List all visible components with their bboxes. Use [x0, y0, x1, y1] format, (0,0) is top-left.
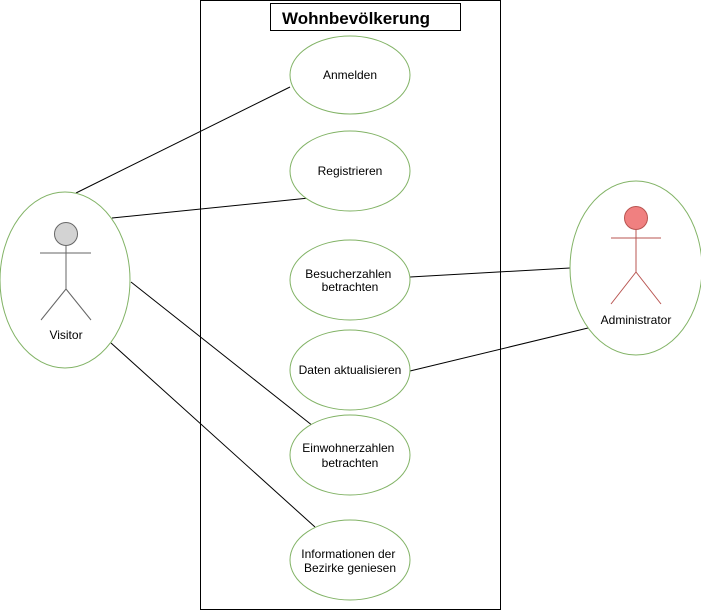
association-visitor-anmelden	[75, 86, 291, 194]
visitor-head-icon	[54, 222, 78, 246]
use-case-informationen-line-2: Bezirke geniesen	[304, 561, 396, 575]
use-case-daten-ellipse	[289, 329, 411, 411]
use-case-registrieren-label: Registrieren	[318, 164, 383, 178]
use-case-besucherzahlen-label: Besucherzahlen betrachten	[305, 267, 394, 294]
actor-visitor: Visitor	[0, 191, 131, 369]
use-case-besucherzahlen-ellipse	[289, 239, 411, 321]
administrator-head-icon	[624, 206, 648, 230]
association-visitor-registrieren	[111, 197, 310, 219]
use-case-anmelden-ellipse	[289, 35, 411, 115]
actor-administrator-label: Administrator	[601, 313, 672, 327]
association-visitor-einwohnerzahlen	[130, 281, 314, 427]
administrator-left-leg	[610, 271, 637, 305]
association-admin-besucherzahlen	[409, 267, 571, 278]
use-case-anmelden: Anmelden	[289, 35, 411, 115]
use-case-anmelden-label: Anmelden	[323, 68, 377, 82]
associations	[75, 86, 589, 528]
use-case-einwohnerzahlen-line-1: Einwohnerzahlen	[302, 441, 394, 455]
system-title-box	[270, 3, 461, 31]
use-case-daten-label: Daten aktualisieren	[299, 363, 402, 377]
system-title: Wohnbevölkerung	[282, 9, 430, 28]
use-case-daten-line-1: Daten aktualisieren	[299, 363, 402, 377]
use-case-informationen-line-1: Informationen der	[301, 547, 395, 561]
use-case-daten: Daten aktualisieren	[289, 329, 411, 411]
administrator-right-leg	[635, 271, 662, 305]
use-case-informationen-label: Informationen der Bezirke geniesen	[301, 547, 398, 575]
use-case-einwohnerzahlen: Einwohnerzahlen betrachten	[289, 414, 411, 496]
actor-visitor-ellipse	[0, 191, 131, 369]
use-case-einwohnerzahlen-label: Einwohnerzahlen betrachten	[302, 441, 397, 470]
association-admin-daten	[409, 327, 589, 372]
use-case-einwohnerzahlen-ellipse	[289, 414, 411, 496]
use-case-registrieren-line-1: Registrieren	[318, 164, 383, 178]
use-case-anmelden-line-1: Anmelden	[323, 68, 377, 82]
association-visitor-informationen	[110, 342, 316, 528]
use-case-registrieren: Registrieren	[289, 130, 411, 212]
actor-visitor-label: Visitor	[49, 328, 82, 342]
use-case-informationen-ellipse	[289, 519, 411, 601]
visitor-right-leg	[65, 288, 92, 321]
use-case-registrieren-ellipse	[289, 130, 411, 212]
use-case-besucherzahlen-line-1: Besucherzahlen	[305, 267, 391, 281]
actor-administrator: Administrator	[569, 180, 701, 356]
use-case-einwohnerzahlen-line-2: betrachten	[322, 456, 379, 470]
visitor-left-leg	[40, 288, 67, 321]
use-case-informationen: Informationen der Bezirke geniesen	[289, 519, 411, 601]
use-case-besucherzahlen: Besucherzahlen betrachten	[289, 239, 411, 321]
use-case-besucherzahlen-line-2: betrachten	[322, 280, 379, 294]
